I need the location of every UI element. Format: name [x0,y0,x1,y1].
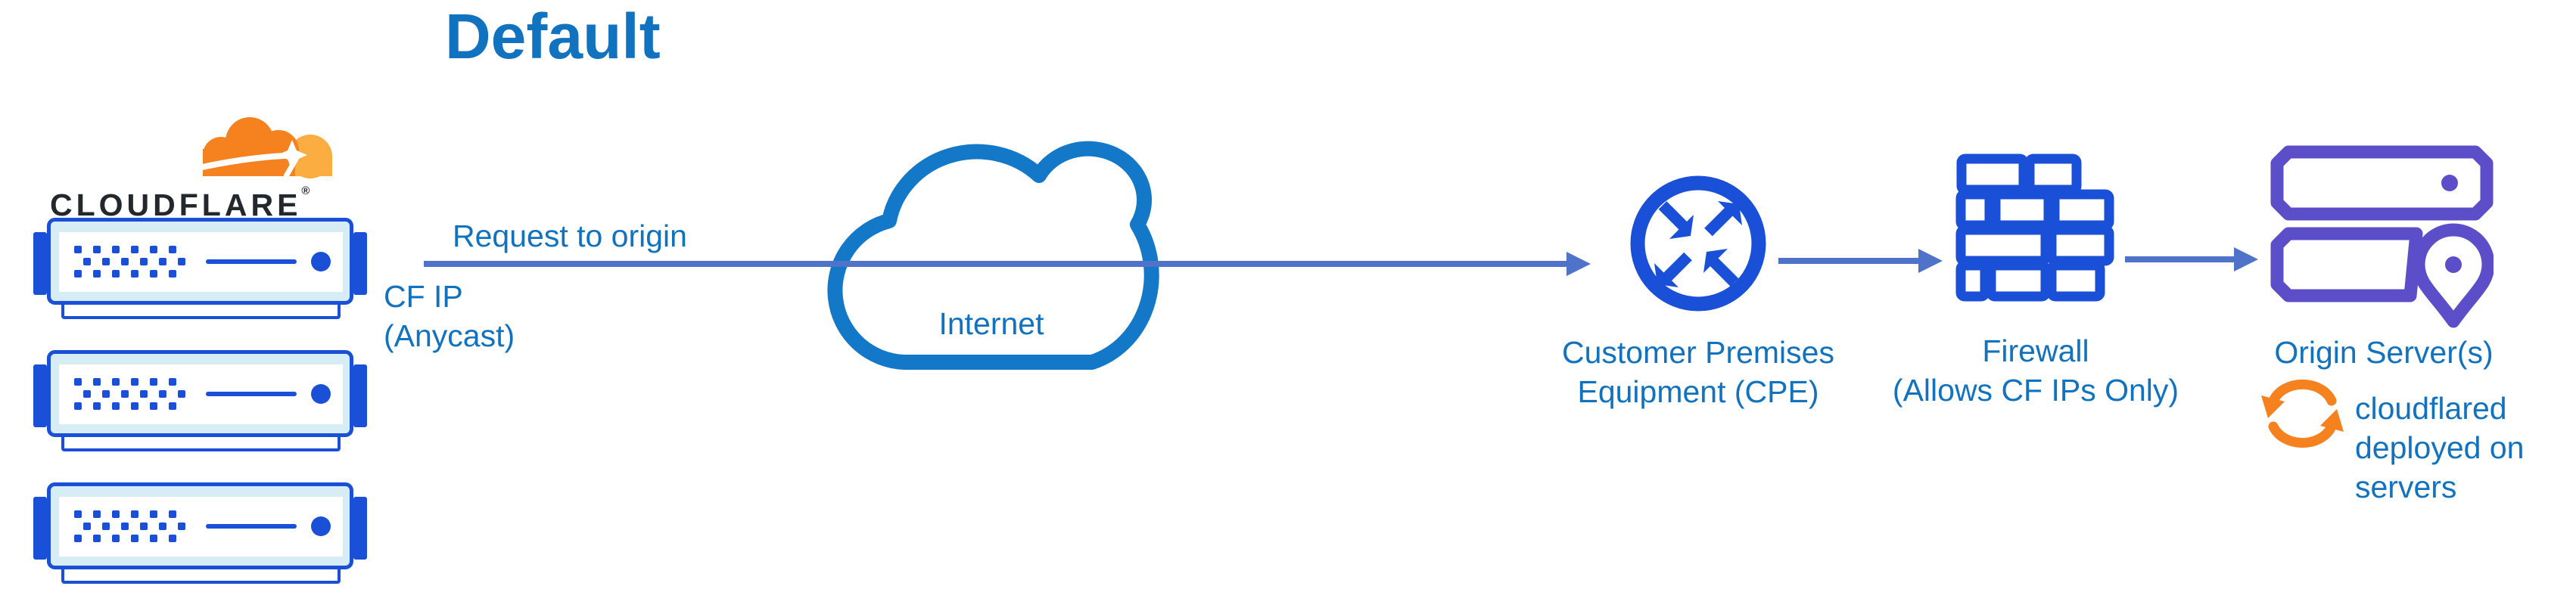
cpe-label-line2: Equipment (CPE) [1577,374,1819,409]
firewall-to-origin-line [2125,256,2234,262]
firewall-label: Firewall (Allows CF IPs Only) [1877,331,2195,410]
cloudflared-note-line2: deployed on [2355,430,2525,465]
cpe-to-firewall-line [1778,258,1918,264]
firewall-label-line2: (Allows CF IPs Only) [1892,373,2179,408]
firewall-label-line1: Firewall [1982,333,2089,368]
arrowhead-to-firewall [1918,249,1943,273]
registered-trademark: ® [301,185,310,197]
cf-ip-line1: CF IP [384,279,463,314]
request-to-origin-label: Request to origin [453,219,687,253]
cpe-label: Customer Premises Equipment (CPE) [1529,333,1868,411]
cloudflare-wordmark-text: CLOUDFLARE [50,188,302,222]
cf-ip-line2: (Anycast) [384,318,515,353]
router-arrows-icon [1630,175,1766,312]
server-rack-icon [33,482,367,584]
cloud-icon [827,141,1159,370]
origin-servers-location-icon [2270,145,2494,328]
arrowhead-to-cpe [1566,252,1591,276]
internet-label: Internet [938,306,1044,341]
sync-refresh-icon [2261,379,2344,448]
cloudflared-note: cloudflared deployed on servers [2355,389,2524,507]
cloudflare-cloud-icon [192,117,332,179]
cpe-label-line1: Customer Premises [1562,335,1834,370]
cloudflare-wordmark: CLOUDFLARE® [50,185,310,223]
cf-ip-anycast-label: CF IP (Anycast) [384,277,515,355]
page-title: Default [445,1,661,72]
origin-label: Origin Server(s) [2274,335,2494,370]
cloudflared-note-line3: servers [2355,470,2457,504]
server-rack-icon [33,218,367,319]
arrowhead-to-origin [2234,247,2258,271]
brick-wall-icon [1955,154,2114,302]
server-rack-icon [33,350,367,451]
request-flow-line [424,261,1566,267]
cloudflared-note-line1: cloudflared [2355,391,2507,426]
